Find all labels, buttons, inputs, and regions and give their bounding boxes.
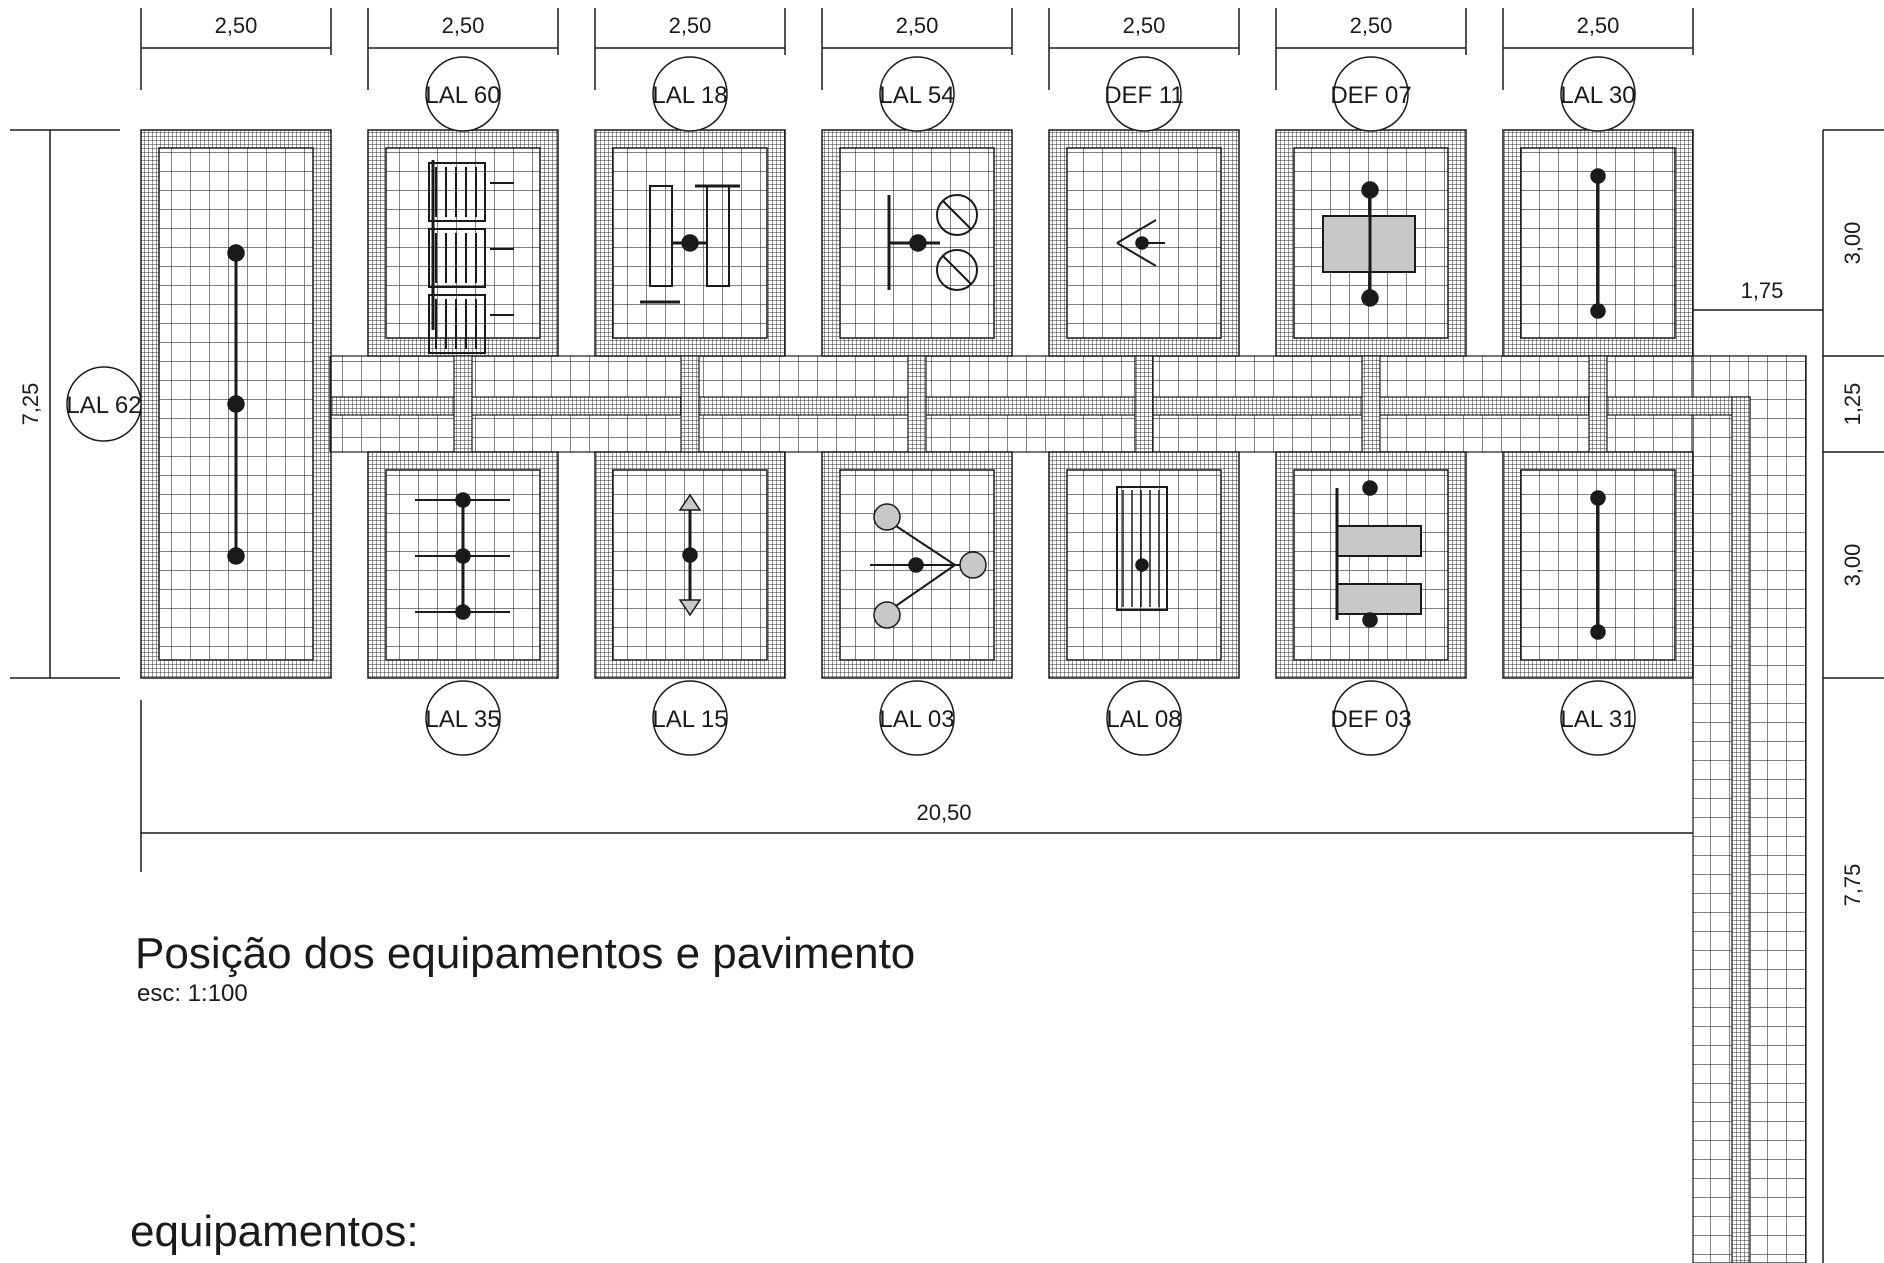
label-top-2-circle [879,56,955,132]
stepper-bottom [1336,583,1422,615]
tri-a [1116,219,1157,244]
lal31-dot-bottom [1590,624,1606,640]
star-ball-1 [873,503,901,531]
dim-right-mid: 1,25 [1840,383,1865,426]
dim-col-width-6: 2,50 [1577,13,1620,38]
label-top-3: DEF 11 [1104,82,1184,109]
label-bottom-2: LAL 03 [879,706,954,733]
lal31-dot-top [1590,490,1606,506]
drawing-title: Posição dos equipamentos e pavimento [135,929,915,978]
label-top-3-circle [1106,56,1182,132]
label-bottom-4: DEF 03 [1330,706,1411,733]
label-left: LAL 62 [66,392,141,419]
dim-col-width-4: 2,50 [1123,13,1166,38]
bike-spoke-2 [942,255,972,285]
connector-2 [680,355,700,453]
label-top-4: DEF 07 [1330,82,1411,109]
dim-right-bottom: 3,00 [1840,544,1865,587]
drawing-scale: esc: 1:100 [137,980,248,1007]
label-bottom-2-circle [879,680,955,756]
label-top-5-circle [1560,56,1636,132]
dim-left-height: 7,25 [18,383,43,426]
label-top-4-circle [1333,56,1409,132]
star-3 [889,564,956,611]
label-top-0: LAL 60 [425,82,500,109]
dim-col-width-1: 2,50 [442,13,485,38]
dim-col-width-5: 2,50 [1350,13,1393,38]
label-bottom-5: LAL 31 [1560,706,1635,733]
star-1 [889,521,956,566]
bench-dot-bottom [1361,289,1379,307]
pavement-grid [140,129,1807,1263]
label-bottom-5-circle [1560,680,1636,756]
label-bottom-0-circle [425,680,501,756]
dimension-lines [10,8,1884,1263]
tile-bottom-5-grid [1293,469,1449,661]
label-top-5: LAL 30 [1560,82,1635,109]
stepper-dot-bottom [1362,612,1378,628]
label-left-circle [66,366,142,442]
label-top-0-circle [425,56,501,132]
label-bottom-4-circle [1333,680,1409,756]
column-left [649,185,673,287]
corridor-strip [329,396,1751,416]
connector-3 [907,355,927,453]
press-arrow-up [678,493,702,511]
roller-frame [1116,486,1168,611]
dim-right-top: 3,00 [1840,222,1865,265]
dim-right-gap: 1,75 [1741,278,1784,303]
rack-1 [428,228,486,288]
vertical-strip [1731,396,1751,1263]
equipment-symbols [227,160,1606,640]
lal30-dot-bottom [1590,303,1606,319]
label-top-1-circle [652,56,728,132]
bike-dot [909,234,927,252]
label-top-1: LAL 18 [652,82,727,109]
bike-wheel-2 [936,249,978,291]
star-ball-2 [873,601,901,629]
dim-total-width: 20,50 [916,800,971,825]
left-dot-mid [227,395,245,413]
stepper-top [1336,525,1422,557]
label-bottom-0: LAL 35 [425,706,500,733]
label-bottom-1-circle [652,680,728,756]
connector-4 [1134,355,1154,453]
dim-col-width-0: 2,50 [215,13,258,38]
lal30-dot-top [1590,168,1606,184]
left-dot-bottom [227,547,245,565]
equipment-list-heading: equipamentos: [130,1207,419,1256]
roller-dot [1135,558,1149,572]
left-dot-top [227,244,245,262]
star-dot [908,557,924,573]
label-bottom-1: LAL 15 [652,706,727,733]
dimension-texts: 2,50 2,50 2,50 2,50 2,50 2,50 2,50 7,25 20,50 3,0… [18,13,1865,906]
press-dot [682,547,698,563]
dim-right-lower: 7,75 [1840,864,1865,907]
dim-col-width-3: 2,50 [896,13,939,38]
connector-1 [453,355,473,453]
stepper-dot-top [1362,480,1378,496]
connector-5 [1361,355,1381,453]
label-bottom-3: LAL 08 [1106,706,1181,733]
rack-0 [428,162,486,222]
dim-col-width-2: 2,50 [669,13,712,38]
label-top-2: LAL 54 [879,82,954,109]
column-dot [681,234,699,252]
bench-dot-top [1361,181,1379,199]
star-ball-3 [959,551,987,579]
bike-wheel-1 [936,194,978,236]
press-arrow-down [678,599,702,617]
tri-dot [1135,236,1149,250]
rack-2 [428,294,486,354]
bike-spoke-1 [942,200,972,230]
tile-top-1-grid [385,147,541,339]
label-bottom-3-circle [1106,680,1182,756]
connector-6 [1588,355,1608,453]
equipment-labels: LAL 60 LAL 35 LAL 18 LAL 15 LAL 54 LAL 03 DEF … [66,56,1636,756]
tri-b [1116,242,1157,267]
